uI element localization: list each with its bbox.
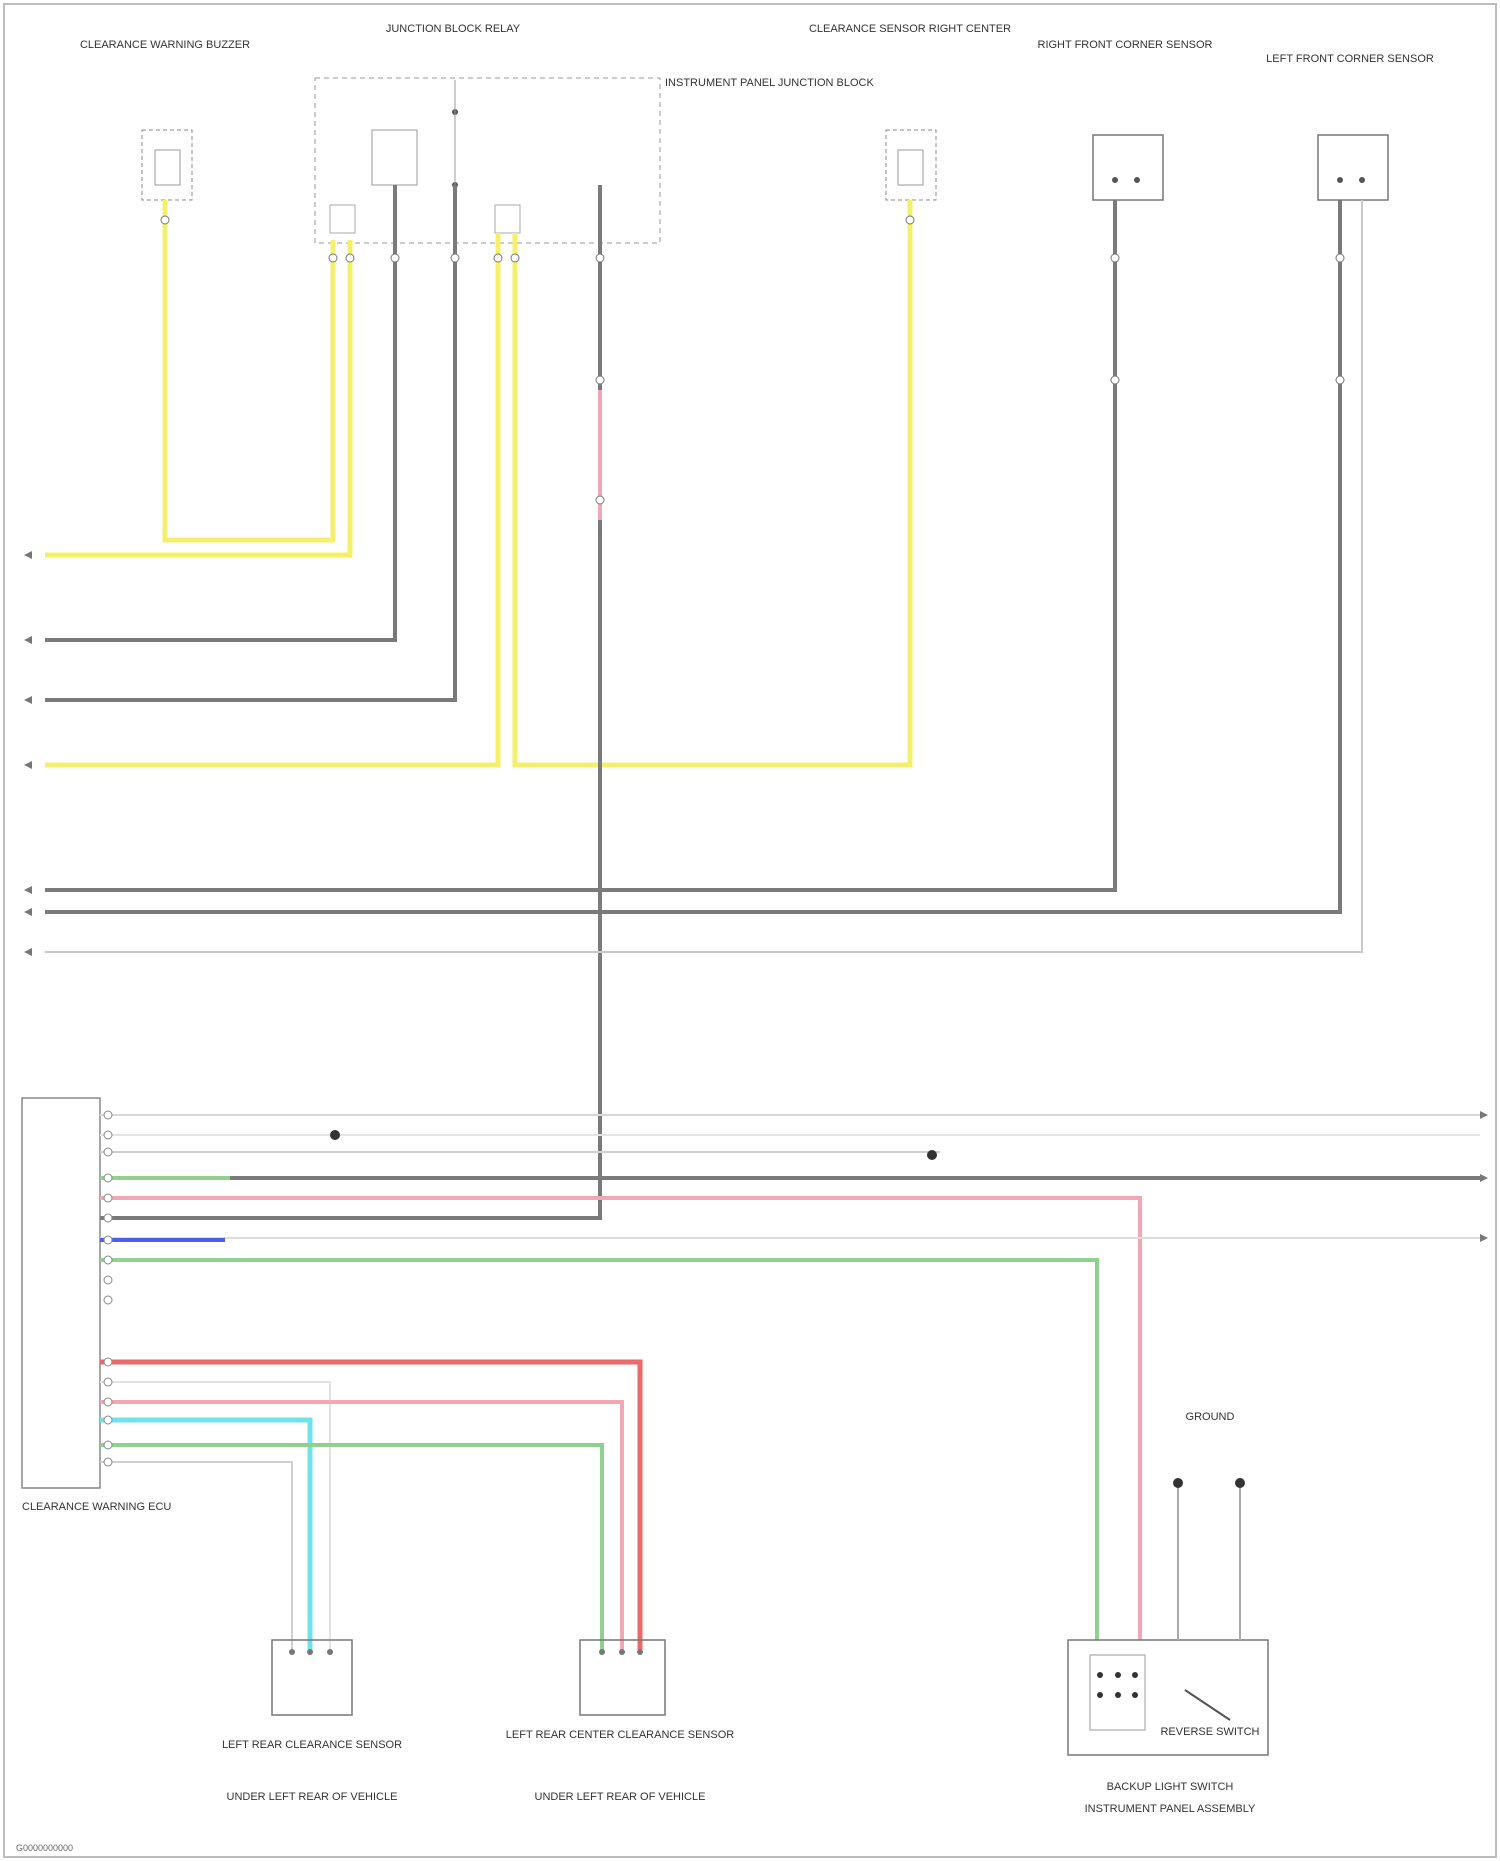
footer-code: G0000000000 xyxy=(16,1843,73,1853)
wire-yellow-center xyxy=(515,200,910,765)
label-left-front-corner-sensor: LEFT FRONT CORNER SENSOR xyxy=(1266,53,1434,65)
right-front-sensor-box xyxy=(1093,135,1163,200)
wire-yellow-buzzer xyxy=(165,200,333,540)
wire-light-grey xyxy=(45,200,1362,952)
label-ip-junction-block: INSTRUMENT PANEL JUNCTION BLOCK xyxy=(665,77,874,89)
wire-ecu-grey-2 xyxy=(100,1462,292,1650)
left-front-sensor-box xyxy=(1318,135,1388,200)
wire-ecu-green-long xyxy=(100,1260,1097,1640)
left-rear-center-sensor-box xyxy=(580,1640,665,1715)
wire-grey-right-front xyxy=(45,200,1115,890)
ecu-box xyxy=(22,1098,100,1488)
wire-ecu-cyan xyxy=(100,1420,310,1650)
left-off-page-markers xyxy=(24,551,32,956)
wire-ecu-green-2 xyxy=(100,1445,602,1650)
label-ground: GROUND xyxy=(1186,1411,1235,1423)
wire-grey-1 xyxy=(45,185,395,640)
left-rear-sensor-box xyxy=(272,1640,352,1715)
right-off-page-markers xyxy=(1480,1111,1488,1242)
top-pins xyxy=(161,216,1344,504)
splice-dot-2 xyxy=(927,1150,937,1160)
ecu-pins xyxy=(104,1111,112,1466)
label-backup-light-switch-sub: INSTRUMENT PANEL ASSEMBLY xyxy=(1085,1803,1256,1815)
label-clearance-sensor-center: CLEARANCE SENSOR RIGHT CENTER xyxy=(809,23,1011,35)
wire-ecu-pink-3 xyxy=(100,1402,622,1650)
label-right-front-corner-sensor: RIGHT FRONT CORNER SENSOR xyxy=(1038,39,1213,51)
label-ecu: CLEARANCE WARNING ECU xyxy=(22,1501,171,1513)
label-clearance-warning-buzzer: CLEARANCE WARNING BUZZER xyxy=(80,39,250,51)
junction-block-outline xyxy=(315,78,660,243)
label-left-rear-center-sensor: LEFT REAR CENTER CLEARANCE SENSOR xyxy=(506,1729,734,1741)
splice-dot-1 xyxy=(330,1130,340,1140)
label-left-rear-sensor-sub: UNDER LEFT REAR OF VEHICLE xyxy=(227,1791,398,1803)
wire-ecu-red xyxy=(100,1362,640,1650)
wire-yellow-long xyxy=(45,233,498,765)
ground-dot-2 xyxy=(1235,1478,1245,1488)
page-frame xyxy=(4,4,1496,1857)
label-left-rear-center-sensor-sub: UNDER LEFT REAR OF VEHICLE xyxy=(535,1791,706,1803)
label-reverse-switch: REVERSE SWITCH xyxy=(1160,1726,1259,1738)
label-junction-block: JUNCTION BLOCK RELAY xyxy=(386,23,521,35)
buzzer-connector xyxy=(142,130,192,200)
center-sensor-connector xyxy=(886,130,936,200)
ground-dot-1 xyxy=(1173,1478,1183,1488)
label-backup-light-switch: BACKUP LIGHT SWITCH xyxy=(1107,1781,1234,1793)
label-left-rear-sensor: LEFT REAR CLEARANCE SENSOR xyxy=(222,1739,402,1751)
wire-yellow-buzzer-2 xyxy=(45,240,350,555)
